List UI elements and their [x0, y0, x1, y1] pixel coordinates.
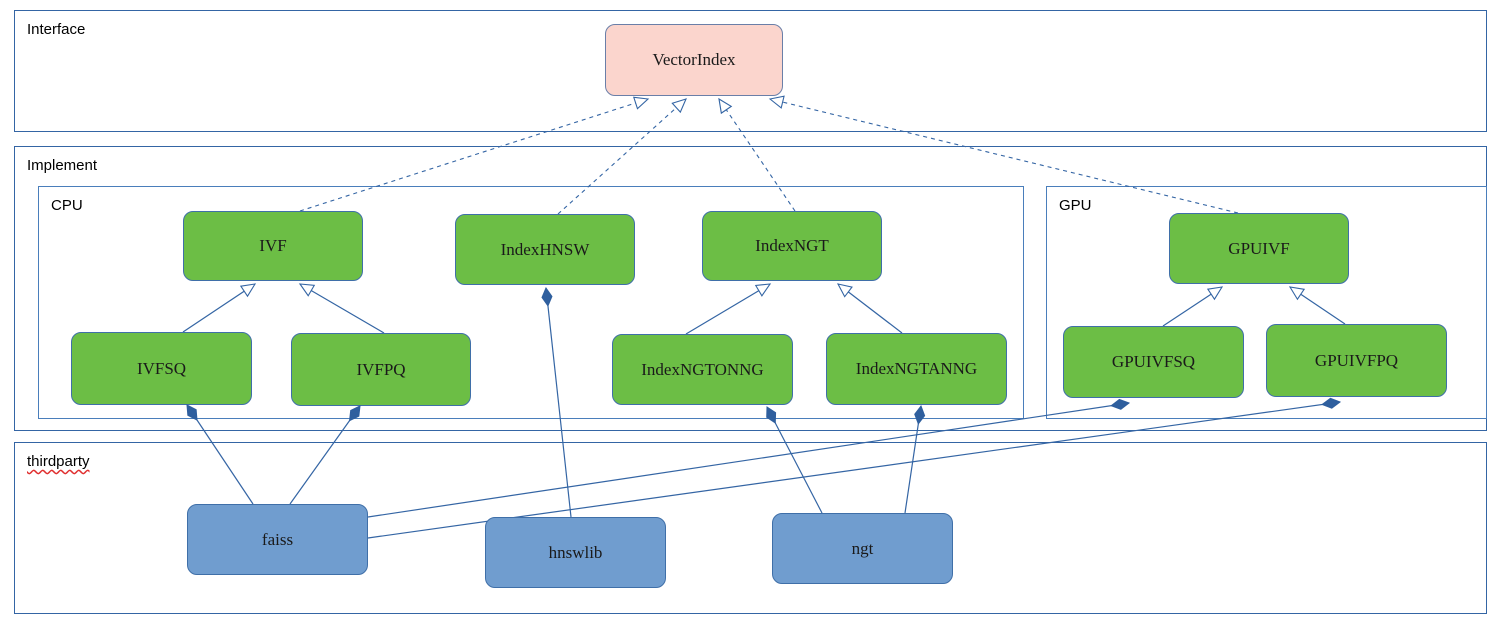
node-label-ngt: ngt: [851, 538, 874, 558]
node-label-gpuivfpq: GPUIVFPQ: [1314, 350, 1399, 370]
node-ivf[interactable]: IVF: [183, 211, 363, 281]
node-label-vectorindex: VectorIndex: [652, 50, 736, 69]
node-ivfsq[interactable]: IVFSQ: [71, 332, 252, 405]
node-indexngt[interactable]: IndexNGT: [702, 211, 882, 281]
node-label-ivfsq: IVFSQ: [136, 358, 187, 378]
container-label-thirdparty: thirdparty: [27, 453, 90, 470]
container-label-gpu: GPU: [1059, 197, 1092, 214]
container-label-cpu: CPU: [51, 197, 83, 214]
node-label-ivfpq: IVFPQ: [356, 359, 406, 379]
node-label-hnswlib: hnswlib: [548, 542, 603, 562]
node-label-indexngt: IndexNGT: [755, 236, 829, 255]
node-ngt[interactable]: ngt: [772, 513, 953, 584]
node-gpuivf[interactable]: GPUIVF: [1169, 213, 1349, 284]
node-gpuivfsq[interactable]: GPUIVFSQ: [1063, 326, 1244, 398]
container-label-implement: Implement: [27, 157, 98, 174]
node-gpuivfpq[interactable]: GPUIVFPQ: [1266, 324, 1447, 397]
node-vectorindex[interactable]: VectorIndex: [605, 24, 783, 96]
node-indexngtanng[interactable]: IndexNGTANNG: [826, 333, 1007, 405]
node-ivfpq[interactable]: IVFPQ: [291, 333, 471, 406]
node-label-gpuivf: GPUIVF: [1228, 238, 1290, 258]
node-faiss[interactable]: faiss: [187, 504, 368, 575]
node-label-indexhnsw: IndexHNSW: [500, 239, 590, 259]
node-label-indexngtonng: IndexNGTONNG: [641, 359, 764, 379]
node-label-indexngtanng: IndexNGTANNG: [855, 359, 978, 378]
container-label-interface: Interface: [27, 21, 86, 38]
node-indexngtonng[interactable]: IndexNGTONNG: [612, 334, 793, 405]
node-label-faiss: faiss: [261, 529, 294, 549]
node-hnswlib[interactable]: hnswlib: [485, 517, 666, 588]
node-label-ivf: IVF: [259, 236, 287, 255]
node-label-gpuivfsq: GPUIVFSQ: [1111, 352, 1196, 371]
node-indexhnsw[interactable]: IndexHNSW: [455, 214, 635, 285]
